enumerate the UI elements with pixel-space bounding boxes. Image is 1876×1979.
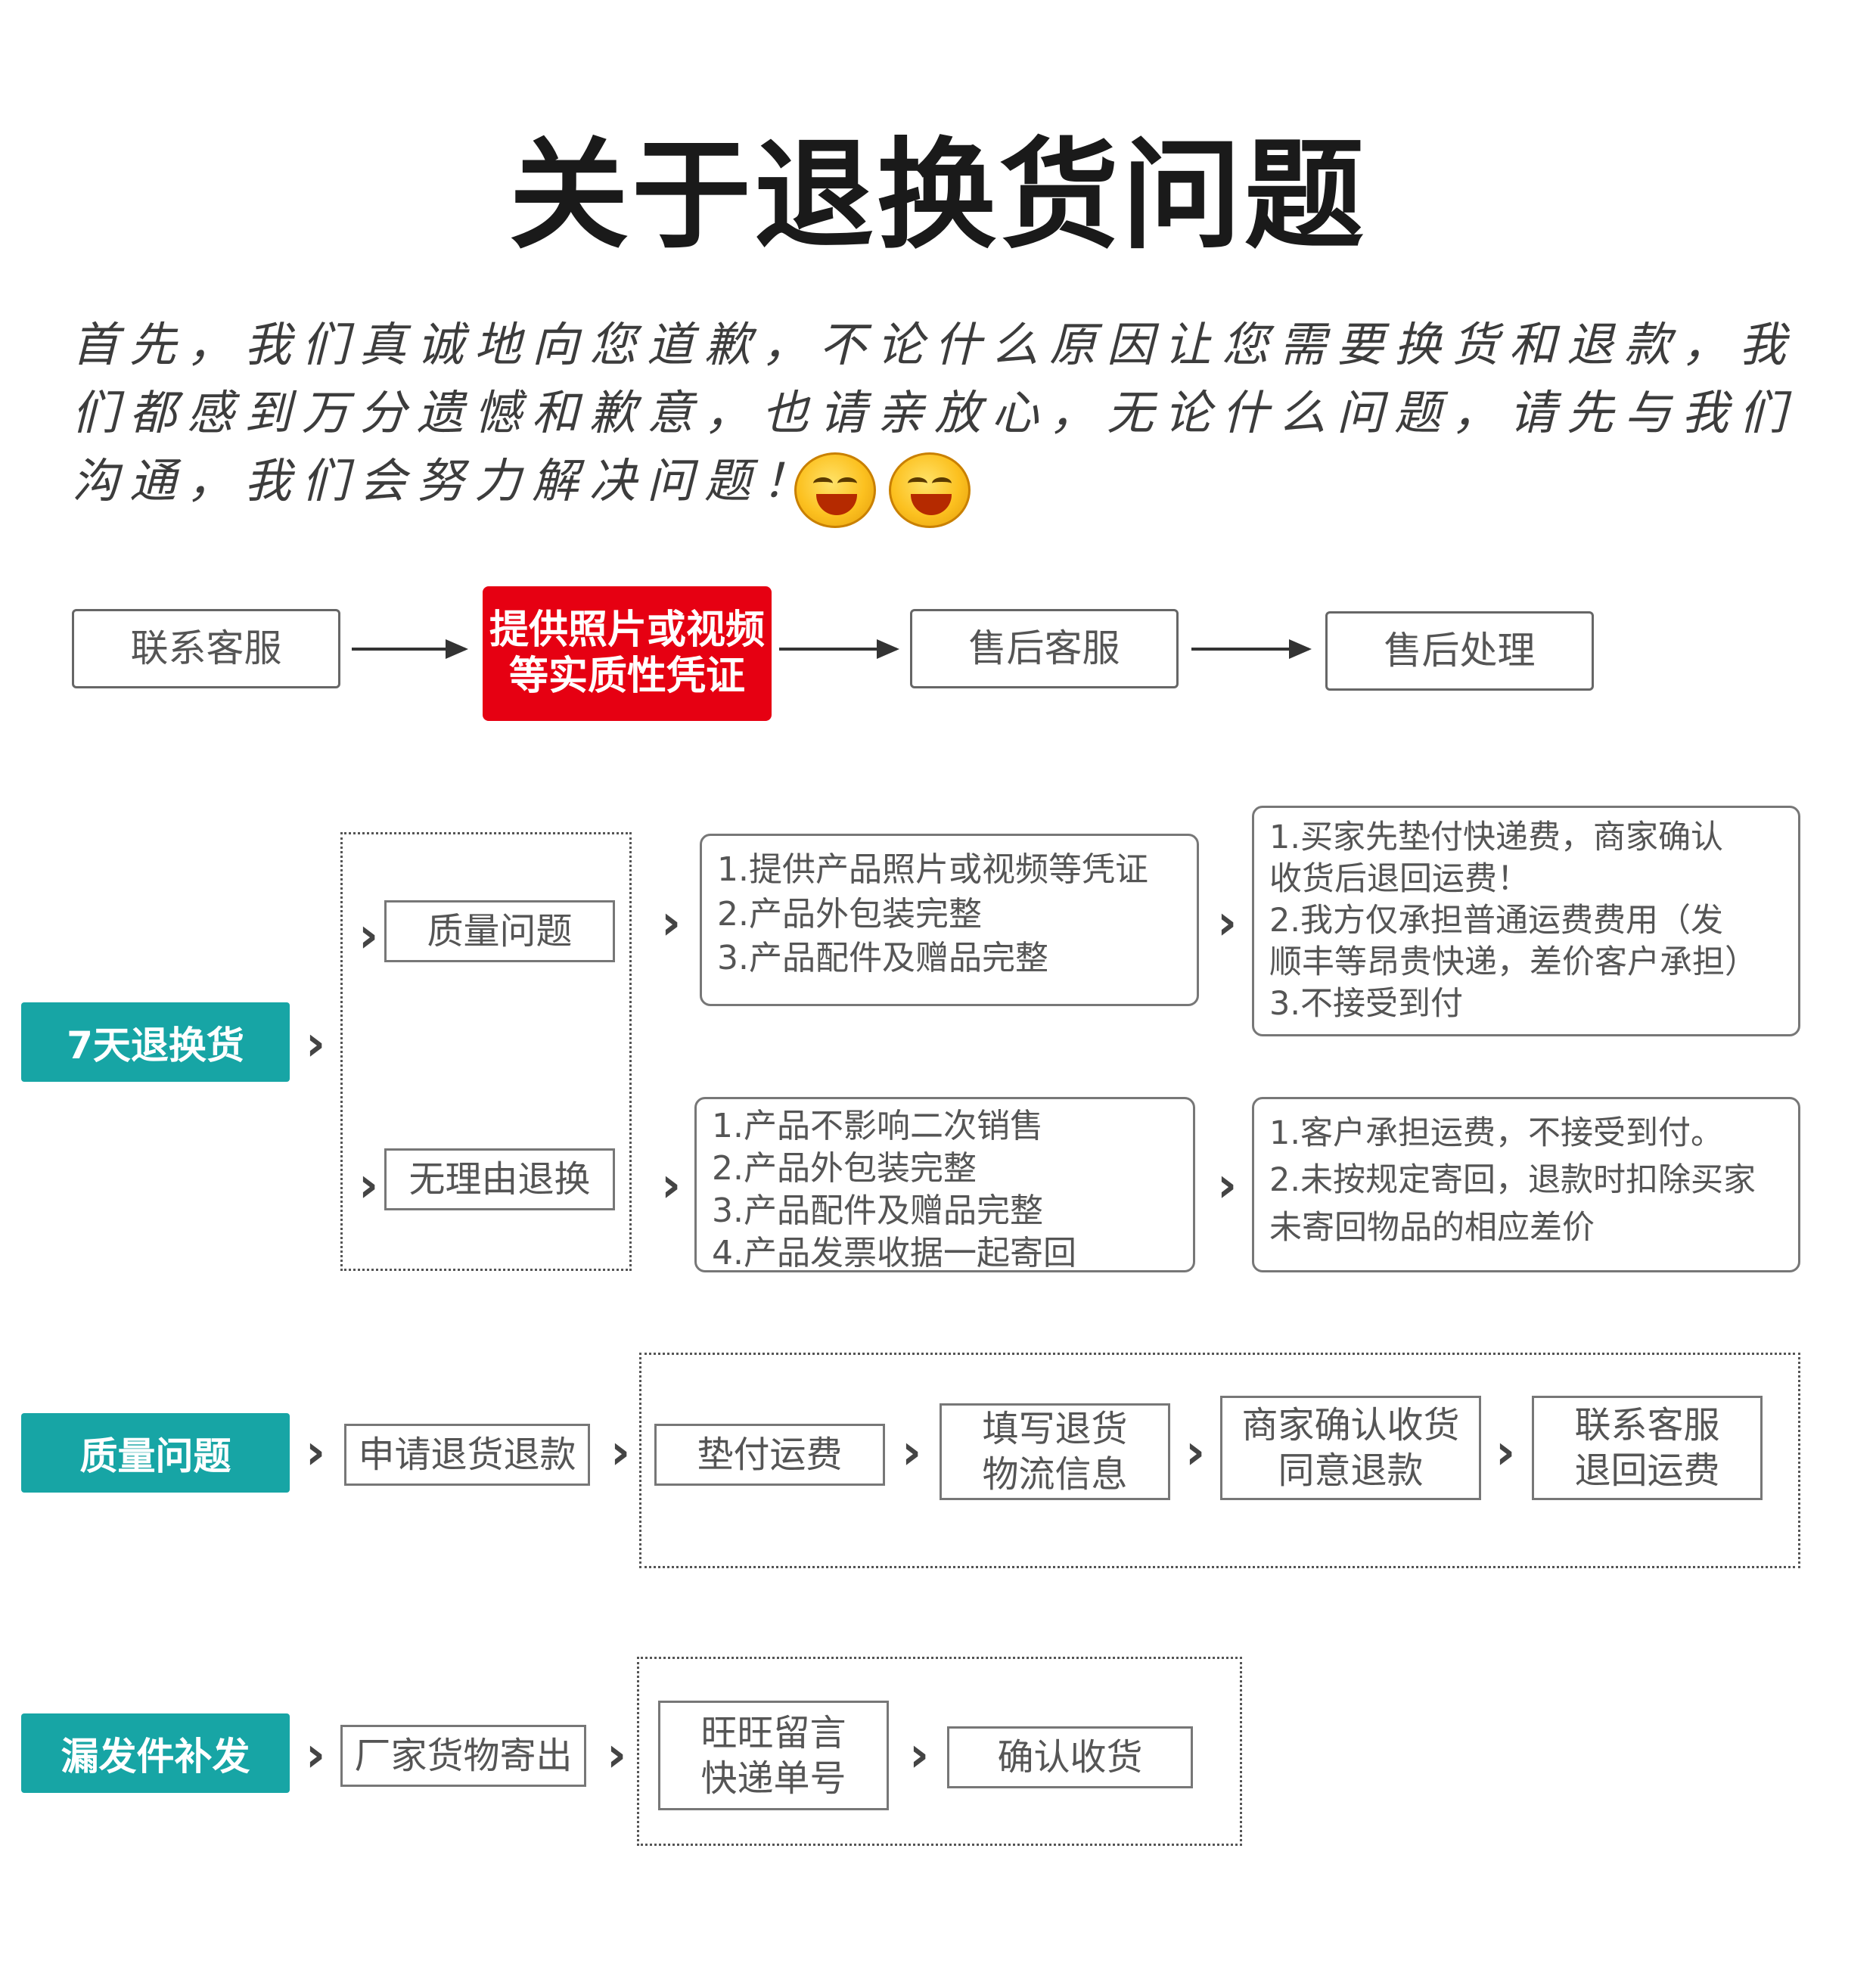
chevron-right-icon: › bbox=[358, 908, 379, 964]
flow-provide-evidence: 提供照片或视频 等实质性凭证 bbox=[483, 586, 772, 721]
chevron-right-icon: › bbox=[305, 1727, 326, 1783]
flow-contact-service: 联系客服 bbox=[72, 609, 340, 688]
page-title: 关于退换货问题 bbox=[509, 126, 1367, 266]
chevron-right-icon: › bbox=[305, 1424, 326, 1480]
flow-after-sales-process: 售后处理 bbox=[1325, 611, 1594, 691]
chevron-right-icon: › bbox=[660, 895, 682, 951]
factory-ship-step: 厂家货物寄出 bbox=[340, 1725, 586, 1787]
confirm-receipt-step: 确认收货 bbox=[947, 1726, 1193, 1788]
intro-line-3: 沟通，我们会努力解决问题！ bbox=[72, 453, 820, 508]
quality-policy-1: 1.买家先垫付快递费，商家确认 bbox=[1269, 819, 1724, 856]
no-reason-policy-1: 1.客户承担运费，不接受到付。 bbox=[1269, 1114, 1724, 1152]
seven-day-options-frame bbox=[340, 832, 632, 1271]
chevron-right-icon: › bbox=[1216, 1157, 1238, 1213]
missing-item-flow-frame bbox=[637, 1657, 1242, 1846]
quality-policy-3: 2.我方仅承担普通运费费用（发 bbox=[1269, 902, 1724, 940]
chevron-right-icon: › bbox=[901, 1424, 922, 1480]
chevron-right-icon: › bbox=[610, 1424, 631, 1480]
no-reason-requirement-1: 1.产品不影响二次销售 bbox=[712, 1107, 1043, 1145]
seven-day-return-label: 7天退换货 bbox=[21, 1002, 290, 1082]
chevron-right-icon: › bbox=[1216, 895, 1238, 951]
intro-line-2: 们都感到万分遗憾和歉意，也请亲放心，无论什么问题，请先与我们 bbox=[72, 385, 1797, 440]
prepay-shipping-step: 垫付运费 bbox=[654, 1424, 885, 1486]
quality-issue-label: 质量问题 bbox=[21, 1413, 290, 1493]
chevron-right-icon: › bbox=[1185, 1424, 1206, 1480]
quality-policy-4: 顺丰等昂贵快递，差价客户承担） bbox=[1269, 943, 1757, 982]
chevron-right-icon: › bbox=[358, 1157, 379, 1213]
quality-flow-frame bbox=[639, 1353, 1800, 1568]
quality-requirement-3: 3.产品配件及赠品完整 bbox=[717, 939, 1048, 978]
grinning-face-emoji-icon bbox=[889, 452, 971, 528]
quality-requirement-2: 2.产品外包装完整 bbox=[717, 894, 982, 934]
no-reason-requirements-box: 1.产品不影响二次销售 2.产品外包装完整 3.产品配件及赠品完整 4.产品发票… bbox=[694, 1097, 1195, 1272]
fill-logistics-info-step: 填写退货 物流信息 bbox=[940, 1403, 1170, 1500]
chevron-right-icon: › bbox=[305, 1016, 326, 1072]
no-reason-policy-3: 未寄回物品的相应差价 bbox=[1269, 1208, 1595, 1247]
flow-arrow-3 bbox=[1191, 639, 1312, 659]
intro-line-1: 首先，我们真诚地向您道歉，不论什么原因让您需要换货和退款，我 bbox=[72, 317, 1797, 372]
quality-issue-option: 质量问题 bbox=[384, 900, 615, 962]
flow-after-sales-service: 售后客服 bbox=[910, 609, 1179, 688]
quality-requirements-box: 1.提供产品照片或视频等凭证 2.产品外包装完整 3.产品配件及赠品完整 bbox=[700, 834, 1199, 1006]
grinning-face-emoji-icon bbox=[794, 452, 876, 528]
missing-item-label: 漏发件补发 bbox=[21, 1713, 290, 1793]
no-reason-requirement-3: 3.产品配件及赠品完整 bbox=[712, 1191, 1043, 1230]
no-reason-policy-box: 1.客户承担运费，不接受到付。 2.未按规定寄回，退款时扣除买家 未寄回物品的相… bbox=[1252, 1097, 1800, 1272]
merchant-confirm-refund-step: 商家确认收货 同意退款 bbox=[1220, 1396, 1481, 1500]
apply-return-refund-step: 申请退货退款 bbox=[344, 1424, 590, 1486]
no-reason-return-option: 无理由退换 bbox=[384, 1148, 615, 1210]
no-reason-requirement-2: 2.产品外包装完整 bbox=[712, 1148, 977, 1188]
flow-arrow-2 bbox=[779, 639, 899, 659]
chevron-right-icon: › bbox=[660, 1157, 682, 1213]
no-reason-policy-2: 2.未按规定寄回，退款时扣除买家 bbox=[1269, 1161, 1756, 1200]
quality-policy-2: 收货后退回运费！ bbox=[1269, 860, 1530, 899]
chevron-right-icon: › bbox=[606, 1727, 627, 1783]
quality-requirement-1: 1.提供产品照片或视频等凭证 bbox=[717, 850, 1148, 889]
no-reason-requirement-4: 4.产品发票收据一起寄回 bbox=[712, 1233, 1076, 1272]
message-tracking-number-step: 旺旺留言 快递单号 bbox=[658, 1701, 889, 1810]
contact-refund-shipping-step: 联系客服 退回运费 bbox=[1532, 1396, 1763, 1500]
quality-policy-5: 3.不接受到付 bbox=[1269, 985, 1464, 1024]
quality-policy-box: 1.买家先垫付快递费，商家确认 收货后退回运费！ 2.我方仅承担普通运费费用（发… bbox=[1252, 806, 1800, 1036]
chevron-right-icon: › bbox=[908, 1727, 930, 1783]
chevron-right-icon: › bbox=[1495, 1424, 1516, 1480]
flow-arrow-1 bbox=[352, 639, 468, 659]
